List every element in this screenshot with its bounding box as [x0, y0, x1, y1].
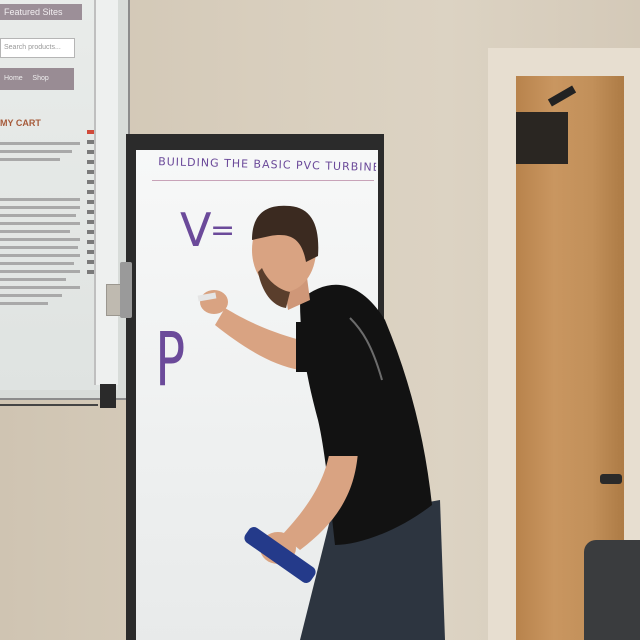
projected-menu-left: Home: [4, 75, 23, 82]
projected-text-line: [0, 230, 70, 233]
projected-sidebar-dot: [87, 230, 95, 234]
presenter-lower-sleeve: [326, 422, 360, 456]
chair-back: [584, 540, 640, 640]
projected-sidebar-dot: [87, 220, 95, 224]
projected-menu-right: Shop: [32, 75, 49, 82]
handwritten-v: V: [180, 203, 212, 257]
projected-text-line: [0, 158, 60, 161]
door-handle: [600, 474, 622, 484]
projected-sidebar: [84, 130, 98, 300]
marker: [197, 292, 217, 302]
projected-text-line: [0, 254, 80, 257]
projected-sidebar-dot: [87, 270, 95, 274]
projected-menu-bar: Home Shop: [0, 68, 74, 90]
projected-text-line: [0, 286, 80, 289]
projected-text-line: [0, 294, 62, 297]
projected-text-line: [0, 222, 80, 225]
projected-sidebar-dot: [87, 190, 95, 194]
projected-text-line: [0, 214, 76, 217]
presenter-lower-arm: [282, 450, 358, 550]
door-closer: [516, 112, 568, 164]
projected-text-line: [0, 278, 66, 281]
projected-banner: Featured Sites: [0, 4, 82, 20]
projected-text-line: [0, 302, 48, 305]
projected-text-line: [0, 150, 72, 153]
whiteboard-handwriting: V = P: [155, 203, 235, 403]
eraser: [244, 527, 316, 583]
projected-sidebar-dot: [87, 170, 95, 174]
presenter-raised-arm: [215, 308, 300, 370]
handwritten-p: P: [155, 316, 185, 403]
whiteboard-title-underline: [152, 180, 374, 181]
projected-text-line: [0, 206, 80, 209]
screen-mount: [100, 384, 116, 408]
projected-text-line: [0, 238, 80, 241]
screen-cable: [0, 404, 98, 406]
projected-sidebar-dot: [87, 150, 95, 154]
projected-sidebar-dot: [87, 260, 95, 264]
presenter-hair: [252, 205, 319, 262]
screen-bezel: [94, 0, 118, 385]
handwritten-equals: =: [210, 213, 235, 248]
projected-text-line: [0, 198, 80, 201]
shirt-graphic: [349, 317, 383, 381]
presenter-beard: [258, 268, 290, 308]
projected-text-line: [0, 262, 74, 265]
projected-sidebar-dot: [87, 160, 95, 164]
projected-sidebar-dot: [87, 200, 95, 204]
projected-search-field: Search products...: [0, 38, 75, 58]
projected-text-line: [0, 142, 80, 145]
projected-sidebar-dot: [87, 140, 95, 144]
projected-sidebar-dot: [87, 240, 95, 244]
projected-text-line: [0, 270, 80, 273]
projection-screen: Featured Sites Search products... Home S…: [0, 0, 128, 398]
presenter-sleeve: [296, 322, 318, 372]
projected-sidebar-dot: [87, 130, 95, 134]
projected-sidebar-dot: [87, 250, 95, 254]
projected-sidebar-dot: [87, 180, 95, 184]
projected-heading: MY CART: [0, 118, 41, 128]
projected-sidebar-dot: [87, 210, 95, 214]
whiteboard-stand-clamp: [120, 262, 132, 318]
projected-text-line: [0, 246, 78, 249]
